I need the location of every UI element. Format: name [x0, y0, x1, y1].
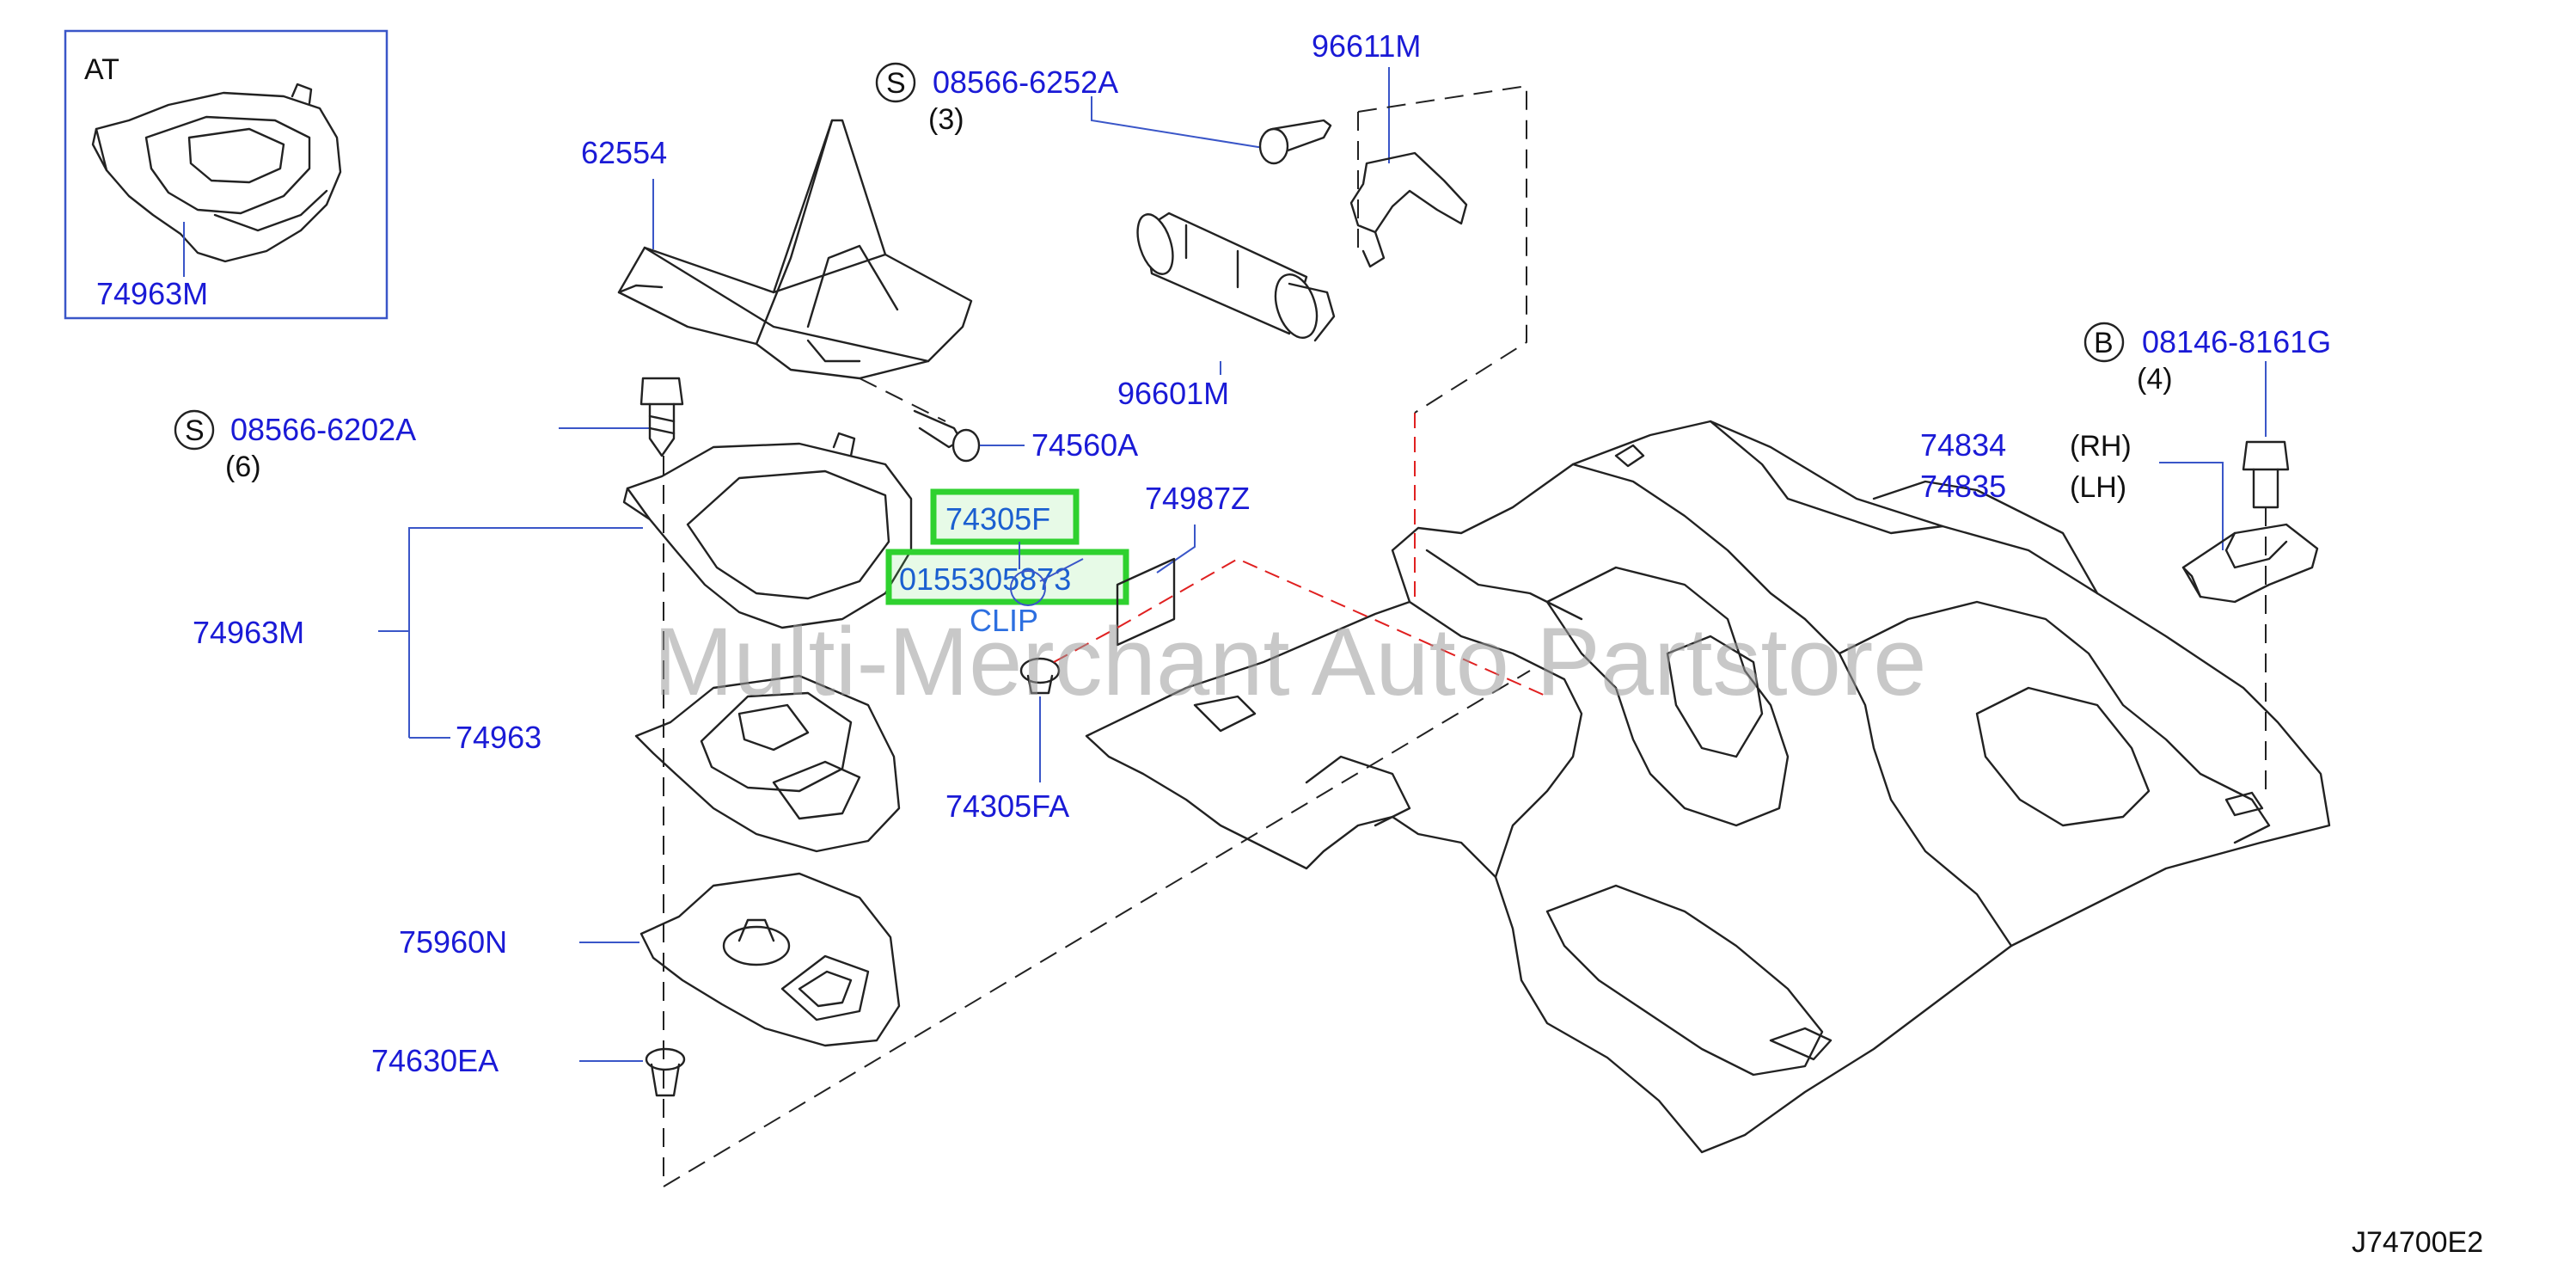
screw-top-icon [1258, 119, 1332, 165]
highlight-part-74305F: 74305F [945, 501, 1050, 537]
clip-74630EA-icon [645, 1047, 686, 1097]
screw-left-icon [639, 377, 684, 457]
label-96611M: 96611M [1312, 28, 1421, 64]
shift-boot-62554-drawing [617, 119, 973, 380]
label-74987Z: 74987Z [1145, 481, 1250, 516]
bolt-letter: B [2094, 327, 2114, 359]
bolt-icon [2242, 440, 2290, 509]
highlight-74305F: 74305F [930, 488, 1080, 545]
screw-top-letter: S [886, 67, 906, 100]
screw-callout-left: S 08566-6202A (6) [174, 409, 652, 483]
highlight-0155305873: 0155305873 [885, 549, 1129, 605]
label-74835: 74835 [1920, 469, 2006, 504]
label-62554: 62554 [581, 135, 667, 170]
tag-74987Z-drawing [1116, 557, 1176, 647]
screw-74560A-icon [913, 409, 981, 463]
plate-75960N-drawing [639, 872, 901, 1047]
inset-title: AT [84, 53, 119, 86]
screw-left-letter: S [185, 414, 205, 447]
bolt-callout: B 08146-8161G (4) [2083, 322, 2331, 437]
inset-part-label: 74963M [96, 276, 208, 311]
bolt-part: 08146-8161G [2142, 324, 2331, 359]
bracket-74834-drawing [2181, 523, 2319, 604]
label-rh: (RH) [2070, 430, 2132, 463]
floor-pan-drawing [1085, 420, 2331, 1154]
label-74834: 74834 [1920, 427, 2006, 463]
bracket-74963-drawing [634, 674, 901, 853]
canister-96601M-drawing [1136, 212, 1336, 342]
label-96601M: 96601M [1117, 376, 1229, 411]
inset-bracket-drawing [91, 83, 342, 263]
bracket-96611M-drawing [1349, 151, 1468, 268]
screw-left-qty: (6) [225, 451, 261, 483]
screw-top-qty: (3) [928, 103, 964, 136]
label-74963M: 74963M [193, 615, 304, 650]
clip-74305FA-icon [1019, 657, 1061, 695]
bolt-qty: (4) [2137, 363, 2173, 396]
label-lh: (LH) [2070, 471, 2126, 504]
watermark: Multi-Merchant Auto Partstore [653, 608, 1926, 715]
screw-callout-top: S 08566-6252A (3) [875, 62, 1264, 149]
inset-panel: AT 74963M [64, 29, 389, 320]
diagram-code: J74700E2 [2352, 1226, 2483, 1259]
label-74560A: 74560A [1031, 427, 1138, 463]
bracket-74963M-drawing [622, 432, 913, 629]
label-74630EA: 74630EA [371, 1043, 499, 1078]
screw-left-part: 08566-6202A [230, 412, 416, 447]
highlight-clip-note: CLIP [970, 603, 1038, 638]
screw-top-part: 08566-6252A [933, 64, 1118, 100]
label-75960N: 75960N [399, 924, 507, 960]
label-74963: 74963 [456, 720, 542, 755]
label-74305FA: 74305FA [945, 788, 1069, 824]
